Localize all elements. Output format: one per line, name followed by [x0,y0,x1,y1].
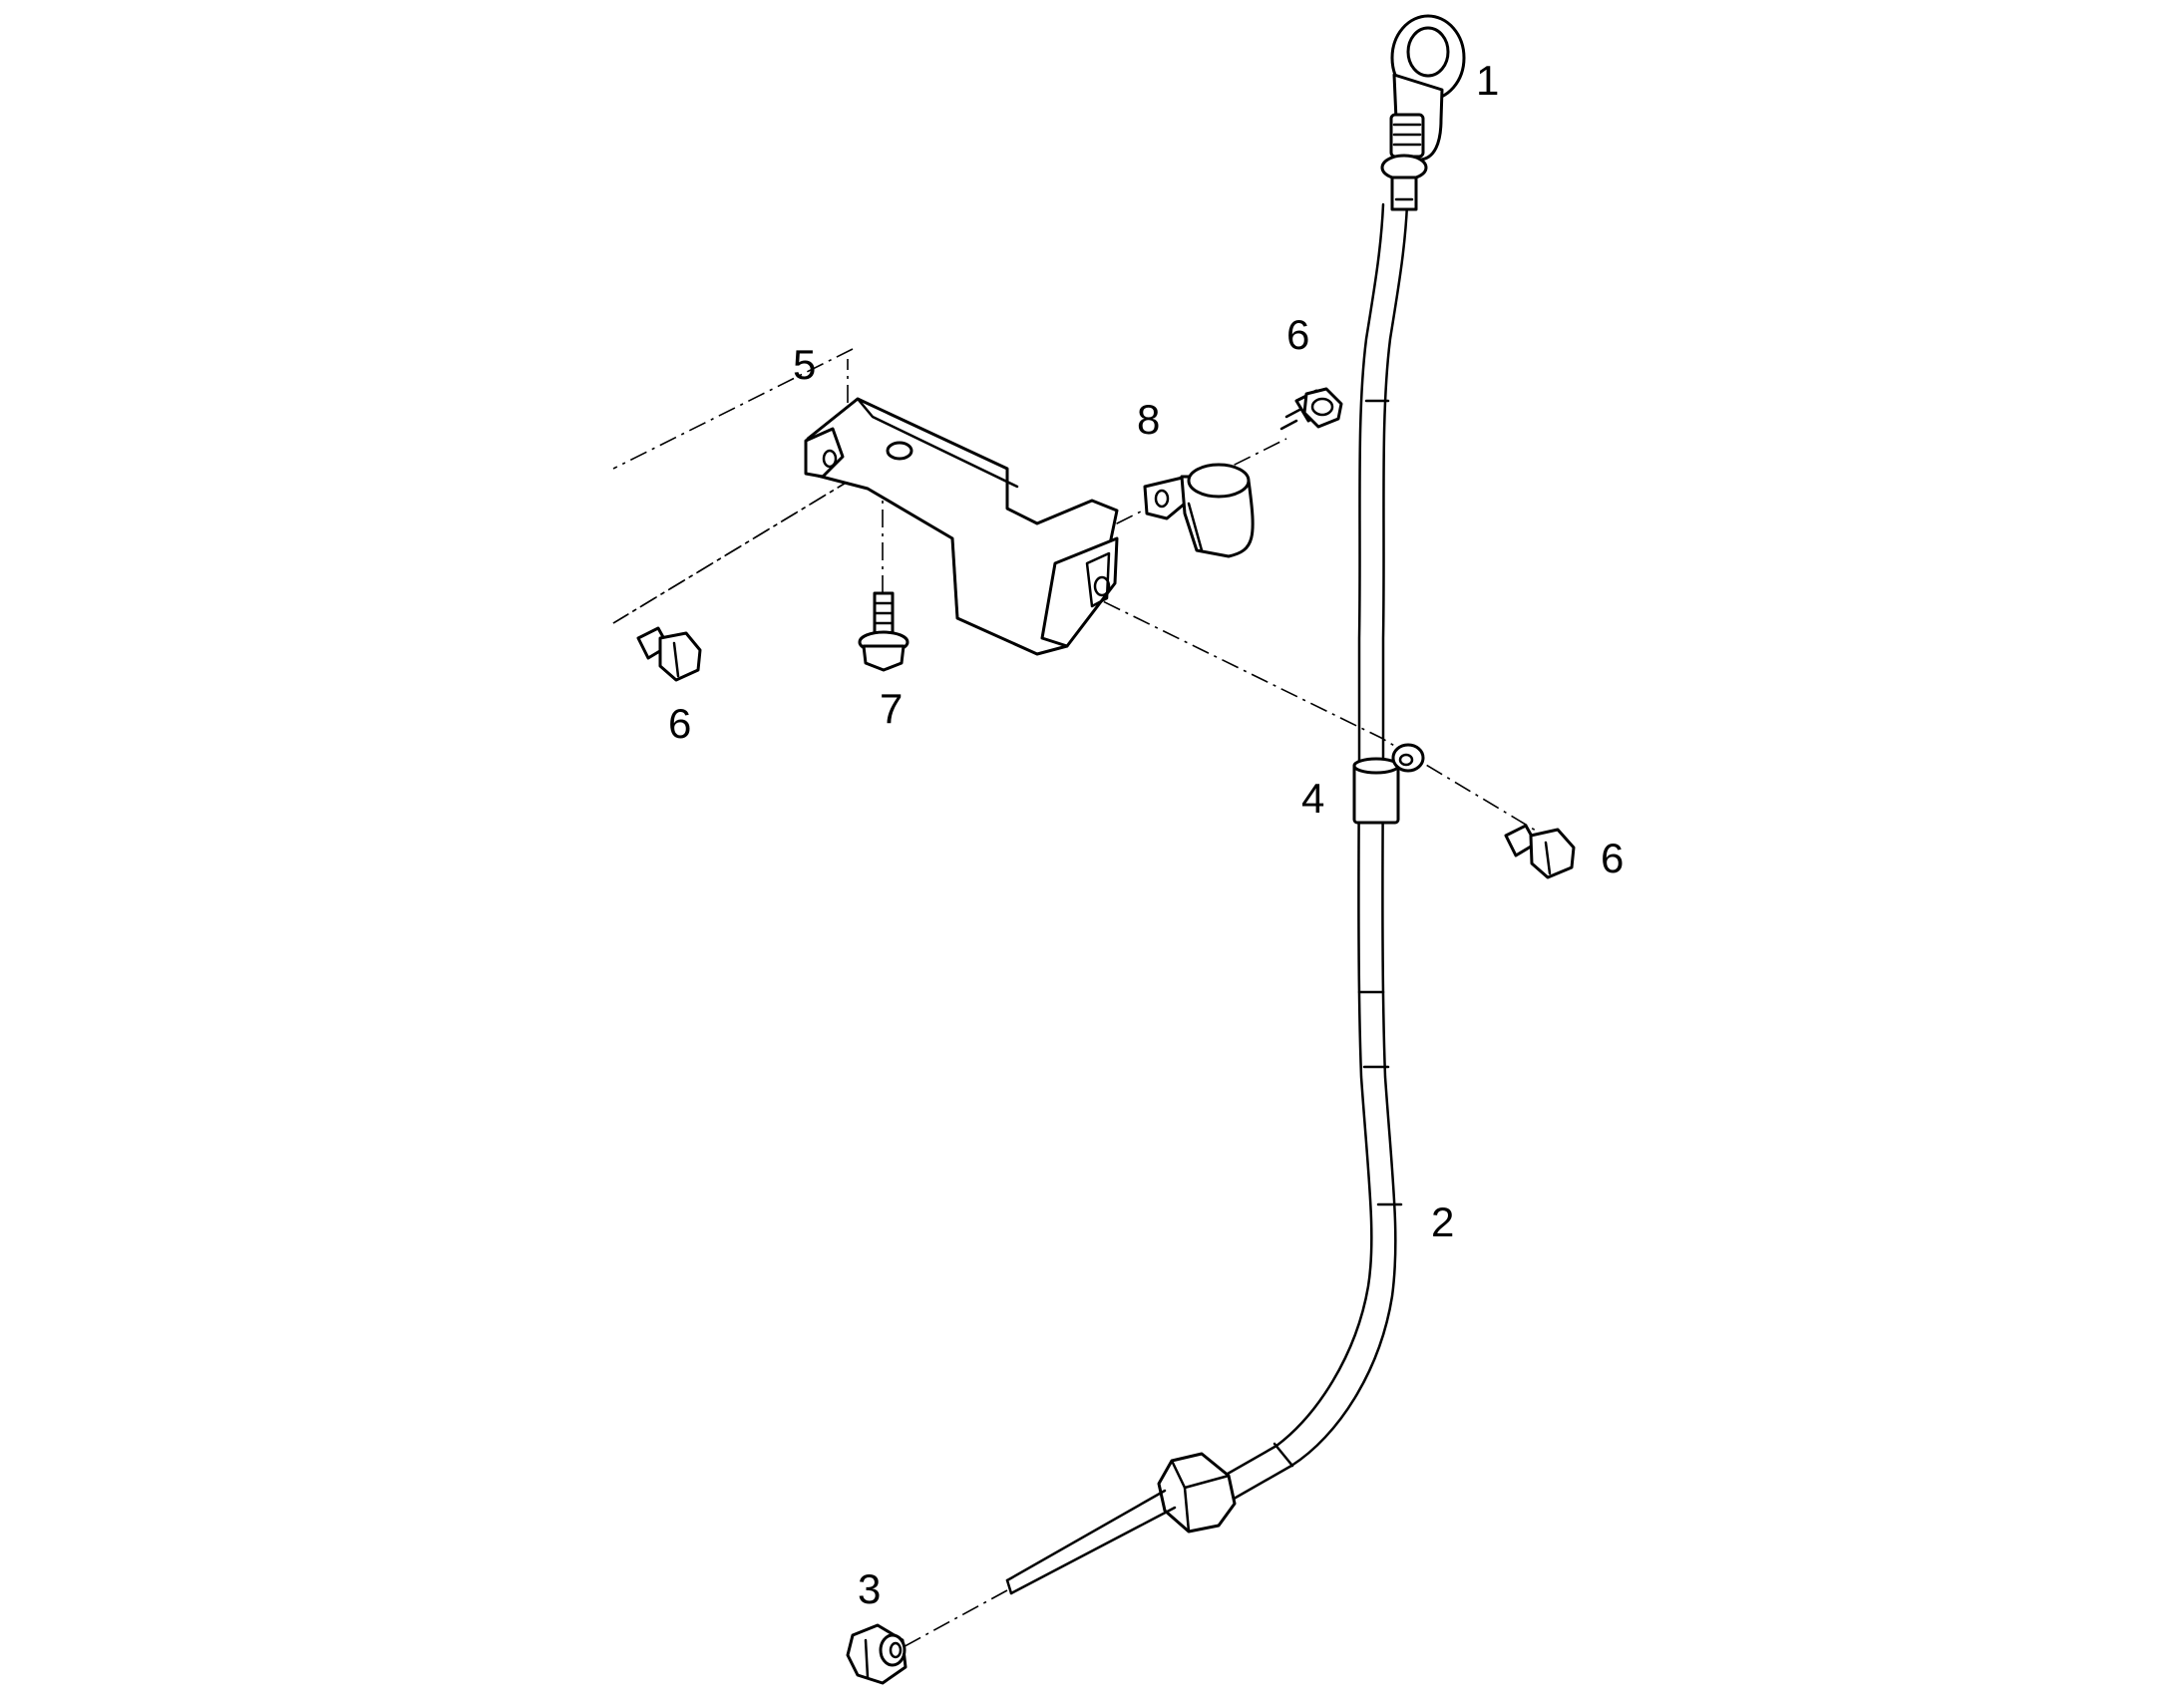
callout-8: 8 [1137,396,1160,443]
dipstick-tube [1005,202,1409,1595]
callout-7: 7 [880,685,903,732]
callout-2: 2 [1431,1198,1454,1245]
mounting-bracket [804,397,1119,656]
bracket-bolt [858,591,909,672]
dipstick-handle [1380,14,1466,211]
tube-fitting-nut [846,1623,908,1685]
callout-labels: 1 2 3 4 5 6 6 6 7 8 [668,57,1624,1612]
callout-4: 4 [1301,775,1324,822]
p-clamp [1143,463,1255,558]
flange-bolt-upper [1279,387,1343,431]
callout-6-left: 6 [668,700,691,747]
callout-6-upper: 6 [1286,311,1309,358]
flange-bolt-left [636,626,702,682]
tube-clamp-collar [1352,743,1425,825]
callout-6-right: 6 [1601,835,1624,881]
callout-1: 1 [1476,57,1499,104]
flange-bolt-right [1504,824,1576,879]
callout-5: 5 [793,341,816,388]
callout-3: 3 [858,1565,881,1612]
